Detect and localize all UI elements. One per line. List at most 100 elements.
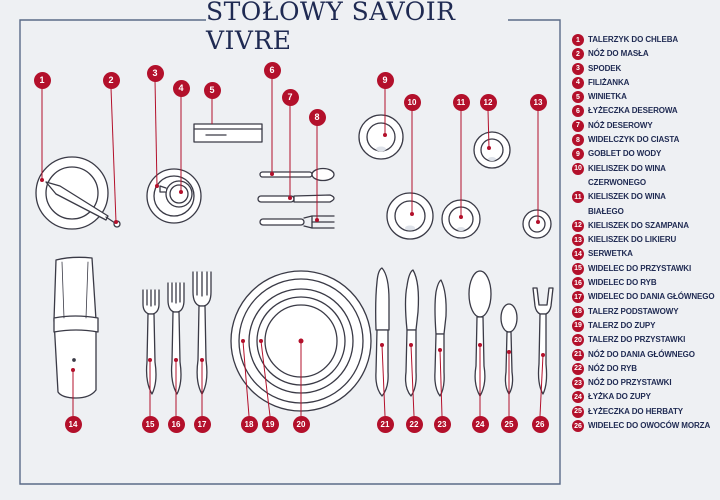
- legend-number: 13: [572, 234, 584, 247]
- callout-6: 6: [263, 61, 281, 79]
- legend-number: 14: [572, 248, 584, 261]
- callout-7: 7: [281, 88, 299, 106]
- legend-label: NÓŻ DO RYB: [588, 363, 637, 373]
- legend-label: TALERZ DO ZUPY: [588, 320, 656, 330]
- callout-20: 20: [292, 415, 310, 433]
- legend-label: NÓŻ DO MASŁA: [588, 49, 649, 59]
- callout-15: 15: [141, 415, 159, 433]
- legend-label: WIDELEC DO DANIA GŁÓWNEGO: [588, 292, 715, 302]
- callout-11: 11: [452, 93, 470, 111]
- legend-label: WIDELCZYK DO CIASTA: [588, 135, 680, 145]
- legend-label-line1: KIELISZEK DO WINA: [588, 192, 666, 202]
- callout-22: 22: [405, 415, 423, 433]
- legend-item: 17 WIDELEC DO DANIA GŁÓWNEGO: [572, 290, 718, 304]
- callout-14: 14: [64, 415, 82, 433]
- callout-19: 19: [261, 415, 279, 433]
- callout-16: 16: [167, 415, 185, 433]
- callout-25: 25: [500, 415, 518, 433]
- legend-item: 2 NÓŻ DO MASŁA: [572, 47, 718, 61]
- callout-4: 4: [172, 79, 190, 97]
- legend-number: 19: [572, 319, 584, 332]
- callout-3: 3: [146, 64, 164, 82]
- legend-item: 7 NÓŻ DESEROWY: [572, 119, 718, 133]
- callout-18: 18: [240, 415, 258, 433]
- legend-label: NÓŻ DESEROWY: [588, 120, 653, 130]
- legend-item: 13 KIELISZEK DO LIKIERU: [572, 233, 718, 247]
- legend-number: 23: [572, 377, 584, 390]
- legend-item: 25 ŁYŻECZKA DO HERBATY: [572, 405, 718, 419]
- legend-number: 4: [572, 76, 584, 89]
- legend-number: 21: [572, 348, 584, 361]
- page-title: STOŁOWY SAVOIR VIVRE: [206, 0, 508, 55]
- champagne-glass: [473, 131, 511, 169]
- place-card: [193, 123, 263, 143]
- legend-number: 25: [572, 405, 584, 418]
- dessert-knife: [257, 194, 335, 203]
- legend-number: 12: [572, 219, 584, 232]
- callout-2: 2: [102, 71, 120, 89]
- legend-item: 4 FILIŻANKA: [572, 76, 718, 90]
- legend-number: 7: [572, 119, 584, 132]
- cake-fork: [259, 215, 335, 229]
- legend-item: 15 WIDELEC DO PRZYSTAWKI: [572, 262, 718, 276]
- legend-item: 19 TALERZ DO ZUPY: [572, 319, 718, 333]
- legend-label: WIDELEC DO OWOCÓW MORZA: [588, 421, 711, 431]
- legend-label: ŁYŻECZKA DO HERBATY: [588, 406, 683, 416]
- legend-item: 22 NÓŻ DO RYB: [572, 362, 718, 376]
- legend-number: 8: [572, 134, 584, 147]
- legend-label: ŁYŻKA DO ZUPY: [588, 392, 651, 402]
- legend-item: 14 SERWETKA: [572, 247, 718, 261]
- cup: [159, 180, 193, 208]
- legend-label: WINIETKA: [588, 92, 627, 102]
- callout-26: 26: [531, 415, 549, 433]
- legend-number: 24: [572, 391, 584, 404]
- legend-number: 6: [572, 105, 584, 118]
- legend-item: 18 TALERZ PODSTAWOWY: [572, 305, 718, 319]
- legend-label: KIELISZEK DO SZAMPANA: [588, 220, 689, 230]
- legend-label-line2: CZERWONEGO: [588, 177, 646, 187]
- legend-number: 17: [572, 291, 584, 304]
- legend-label: TALERZ DO PRZYSTAWKI: [588, 335, 686, 345]
- fish-fork: [167, 282, 185, 395]
- legend-number: 15: [572, 262, 584, 275]
- legend-label: TALERZ PODSTAWOWY: [588, 306, 679, 316]
- legend-number: 18: [572, 305, 584, 318]
- seafood-fork: [532, 287, 554, 395]
- legend-number: 26: [572, 420, 584, 433]
- callout-17: 17: [193, 415, 211, 433]
- callout-21: 21: [376, 415, 394, 433]
- legend-number: 10: [572, 162, 584, 175]
- legend-number: 11: [572, 191, 584, 204]
- legend-label: KIELISZEK DO LIKIERU: [588, 235, 677, 245]
- callout-9: 9: [376, 71, 394, 89]
- legend-label: WIDELEC DO RYB: [588, 278, 657, 288]
- legend-number: 2: [572, 48, 584, 61]
- legend-item: 24 ŁYŻKA DO ZUPY: [572, 390, 718, 404]
- legend-label: GOBLET DO WODY: [588, 149, 662, 159]
- callout-1: 1: [33, 71, 51, 89]
- callout-5: 5: [203, 81, 221, 99]
- legend-label: NÓŻ DO PRZYSTAWKI: [588, 378, 672, 388]
- callout-12: 12: [479, 93, 497, 111]
- legend-label: FILIŻANKA: [588, 77, 630, 87]
- callout-13: 13: [529, 93, 547, 111]
- legend-number: 22: [572, 362, 584, 375]
- legend-item: 23 NÓŻ DO PRZYSTAWKI: [572, 376, 718, 390]
- liqueur-glass: [522, 209, 552, 239]
- legend-label: WIDELEC DO PRZYSTAWKI: [588, 263, 692, 273]
- fish-knife: [404, 269, 420, 397]
- frame-border: [19, 19, 561, 485]
- leader-dots: [40, 133, 545, 372]
- legend-label: SERWETKA: [588, 249, 633, 259]
